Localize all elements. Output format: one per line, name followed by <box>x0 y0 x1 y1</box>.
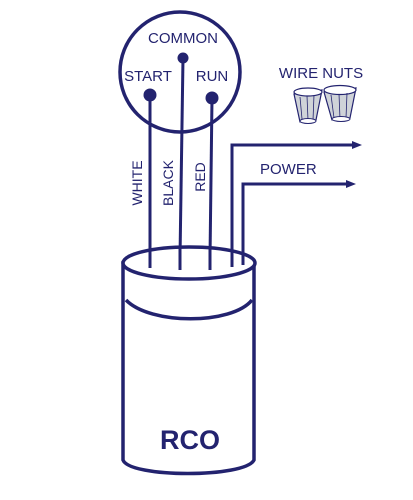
capacitor-collar <box>124 298 254 321</box>
run-label: RUN <box>196 68 229 85</box>
capacitor <box>121 245 257 476</box>
power-label: POWER <box>260 161 317 178</box>
red-wire-label: RED <box>192 162 208 192</box>
white-wire-label: WHITE <box>129 160 145 205</box>
power-lead-upper-tip <box>352 141 362 149</box>
power-lead-lower <box>241 182 346 258</box>
wire-nuts-label: WIRE NUTS <box>279 65 363 82</box>
power-lead-lower-tip <box>346 180 356 188</box>
wire-nut-left-icon <box>293 87 323 124</box>
black-wire <box>178 57 185 259</box>
start-label: START <box>124 68 172 85</box>
component-label: RCO <box>160 425 220 455</box>
power-lead-upper <box>230 143 352 258</box>
capacitor-top <box>121 245 257 281</box>
red-wire <box>208 97 214 259</box>
common-label: COMMON <box>148 30 218 47</box>
wire-nut-right-icon <box>323 84 357 122</box>
black-wire-label: BLACK <box>160 159 176 206</box>
